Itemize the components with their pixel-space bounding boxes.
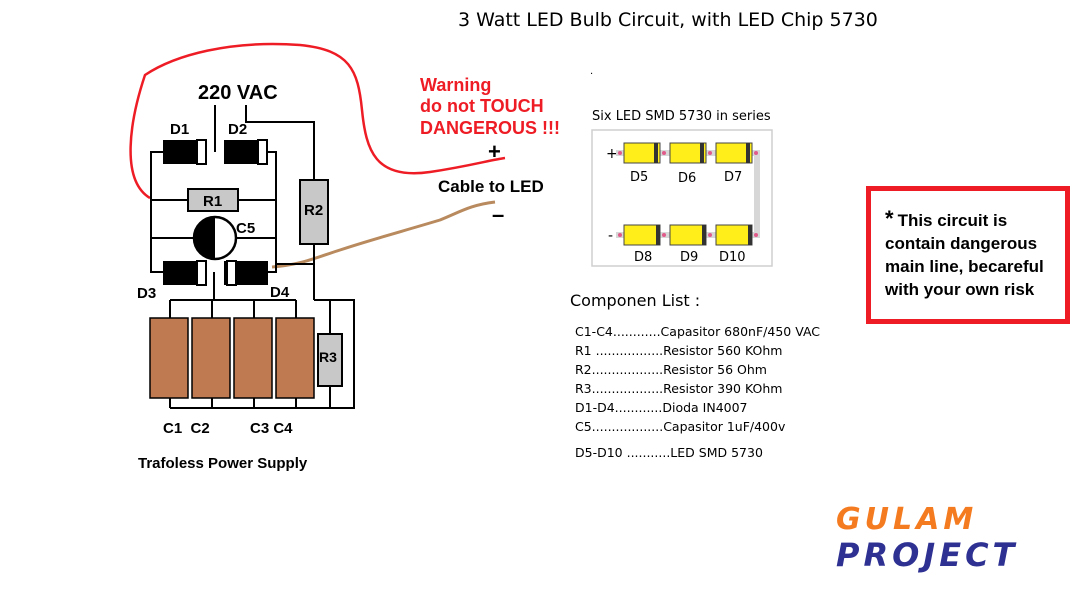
resistor-r3 <box>317 333 343 387</box>
warning-line-1: Warning <box>420 75 491 95</box>
label-c1c2: C1 C2 <box>163 420 210 437</box>
component-list-heading: Componen List : <box>570 291 700 310</box>
label-r3: R3 <box>319 349 337 365</box>
led-d6 <box>669 142 707 164</box>
cable-label: Cable to LED <box>438 177 544 196</box>
led-d5 <box>623 142 661 164</box>
brown-cable <box>271 200 496 269</box>
led-d8 <box>623 224 661 246</box>
led-label-d5: D5 <box>630 170 648 185</box>
warning-line-3: DANGEROUS !!! <box>420 118 560 138</box>
label-r2: R2 <box>304 202 323 219</box>
component-item-5: D1-D4............Dioda IN4007 <box>575 400 748 415</box>
logo-project: PROJECT <box>836 536 1019 574</box>
component-item-3: R2..................Resistor 56 Ohm <box>575 362 767 377</box>
diode-d3 <box>163 260 207 286</box>
label-d2: D2 <box>228 121 247 138</box>
led-d10 <box>715 224 753 246</box>
component-item-4: R3..................Resistor 390 KOhm <box>575 381 782 396</box>
label-d3: D3 <box>137 285 156 302</box>
capacitor-c2 <box>191 317 231 399</box>
led-label-d10: D10 <box>719 250 746 265</box>
led-label-d7: D7 <box>724 170 742 185</box>
resistor-r2 <box>299 179 329 245</box>
diagram-title: 3 Watt LED Bulb Circuit, with LED Chip 5… <box>458 9 878 31</box>
stray-dot: . <box>590 66 593 77</box>
cable-plus: + <box>488 139 501 164</box>
label-c3c4: C3 C4 <box>250 420 293 437</box>
capacitor-c5 <box>192 215 238 261</box>
resistor-r1 <box>187 188 239 212</box>
notice-body: This circuit is contain dangerous main l… <box>885 211 1044 299</box>
label-r1: R1 <box>203 193 222 210</box>
cable-minus: – <box>492 202 504 227</box>
component-item-2: R1 .................Resistor 560 KOhm <box>575 343 782 358</box>
capacitor-c1 <box>149 317 189 399</box>
danger-notice-text: *This circuit is contain dangerous main … <box>885 207 1070 301</box>
led-minus: - <box>608 228 613 244</box>
component-item-1: C1-C4............Capasitor 680nF/450 VAC <box>575 324 820 339</box>
led-label-d8: D8 <box>634 250 652 265</box>
red-wire <box>129 42 506 200</box>
label-c5: C5 <box>236 220 255 237</box>
led-d9 <box>669 224 707 246</box>
label-d4: D4 <box>270 284 290 301</box>
diode-d1 <box>163 139 207 165</box>
danger-notice-box: *This circuit is contain dangerous main … <box>866 186 1070 324</box>
led-plus: + <box>606 146 618 162</box>
warning-line-2: do not TOUCH <box>420 96 544 116</box>
led-label-d9: D9 <box>680 250 698 265</box>
label-d1: D1 <box>170 121 189 138</box>
voltage-label: 220 VAC <box>198 82 278 104</box>
notice-star: * <box>885 206 894 231</box>
component-item-7: D5-D10 ...........LED SMD 5730 <box>575 445 763 460</box>
logo-gulam: GULAM <box>836 502 978 537</box>
led-label-d6: D6 <box>678 171 696 186</box>
capacitor-c4 <box>275 317 315 399</box>
component-item-6: C5..................Capasitor 1uF/400v <box>575 419 786 434</box>
led-d7 <box>715 142 753 164</box>
capacitor-c3 <box>233 317 273 399</box>
led-array-title: Six LED SMD 5730 in series <box>592 109 771 124</box>
supply-caption: Trafoless Power Supply <box>138 455 308 472</box>
diode-d4 <box>224 260 268 286</box>
diode-d2 <box>224 139 268 165</box>
